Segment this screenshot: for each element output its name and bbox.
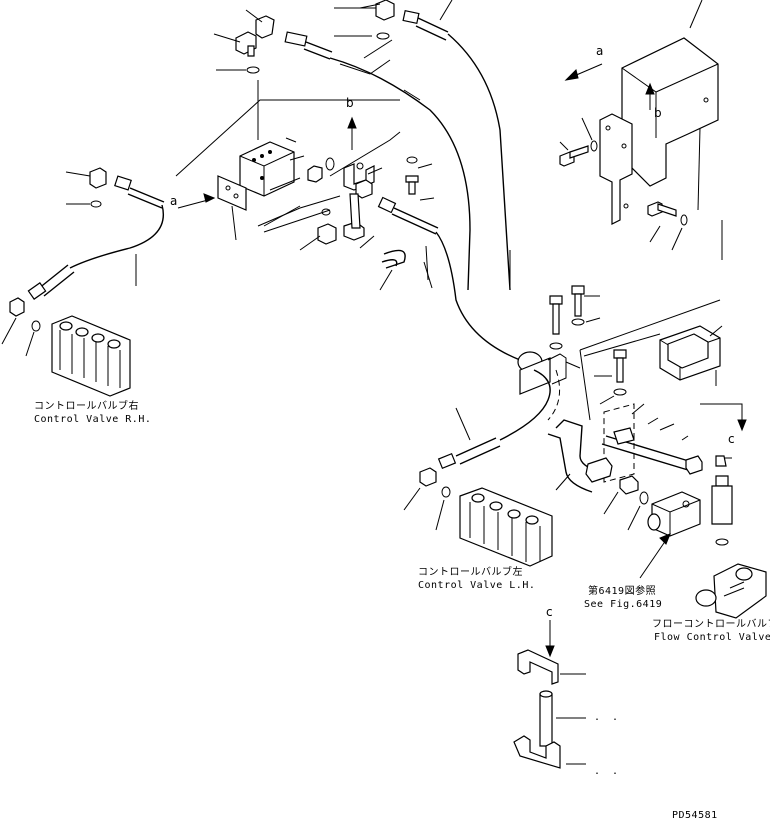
arrow-c-bottom-label: c [546,605,553,619]
arrow-b-right-label: b [654,106,662,120]
upper-elbow-fitting-2 [375,0,511,291]
bolt-guard-left [559,140,598,167]
pipe-elbow-lower [547,419,613,493]
flow-control-valve [695,563,767,619]
control-valve-lh-label-en: Control Valve L.H. [418,580,536,591]
pipe-straight-right [601,427,693,471]
clamp-assembly [517,351,567,421]
manifold-block-6419 [647,491,701,537]
upper-elbow-fitting [235,15,275,74]
flow-control-valve-label-jp: フローコントロールバルブ [652,619,770,630]
detail-dots-2: . . [594,766,622,777]
bolt-vertical-3 [613,349,627,396]
hose-center [377,196,521,361]
arrow-b-right [645,82,655,110]
arrow-a-right-label: a [596,44,604,58]
detail-c-bottom-clip [513,735,561,769]
arrow-c-right [700,403,747,432]
bolt-right-center [405,156,419,195]
arrow-a-left-label: a [170,194,178,208]
control-valve-rh-label-jp: コントロールバルブ右 [34,401,139,412]
detail-dots-1: . . [594,712,622,723]
arrow-b-center [347,116,357,150]
flow-control-valve-label-en: Flow Control Valve [654,632,770,643]
control-valve-lh-label-jp: コントロールバルブ左 [418,567,523,578]
control-valve-rh-label-en: Control Valve R.H. [34,414,152,425]
elbow-with-clamp [349,179,373,229]
drawing-number: PD54581 [672,810,718,821]
arrow-a-left [177,193,216,209]
detail-c-top-clip [517,649,559,685]
bent-pipe [381,249,406,269]
mounting-plate [217,175,247,211]
control-valve-rh [9,297,131,397]
leader-fig-ref [639,533,671,579]
arrow-b-center-label: b [346,96,354,110]
upper-hose-left [284,31,471,291]
bolt-vertical-1 [549,295,563,350]
hose-lh [437,369,551,470]
bolt-vertical-2 [571,285,585,326]
leader-lines [1,0,732,765]
mount-bracket [599,113,633,225]
arrow-c-bottom [545,620,555,658]
arrow-a-right [564,63,603,81]
fig-ref-label-en: See Fig.6419 [584,599,663,610]
valve-block [239,141,295,197]
control-valve-lh [419,467,553,567]
frame-lines [263,205,721,421]
arrow-c-right-label: c [728,432,735,446]
hose-guard-cover [621,37,719,187]
detail-c-pin [539,690,553,747]
adapter-fittings [619,455,727,505]
hose-rh-valve [27,167,165,300]
standoff-spacer [711,475,733,546]
rubber-clamp-block [659,325,721,381]
fig-ref-label-jp: 第6419図参照 [588,586,657,597]
nut-and-washer [307,157,335,183]
bolt-guard-right [647,201,688,226]
